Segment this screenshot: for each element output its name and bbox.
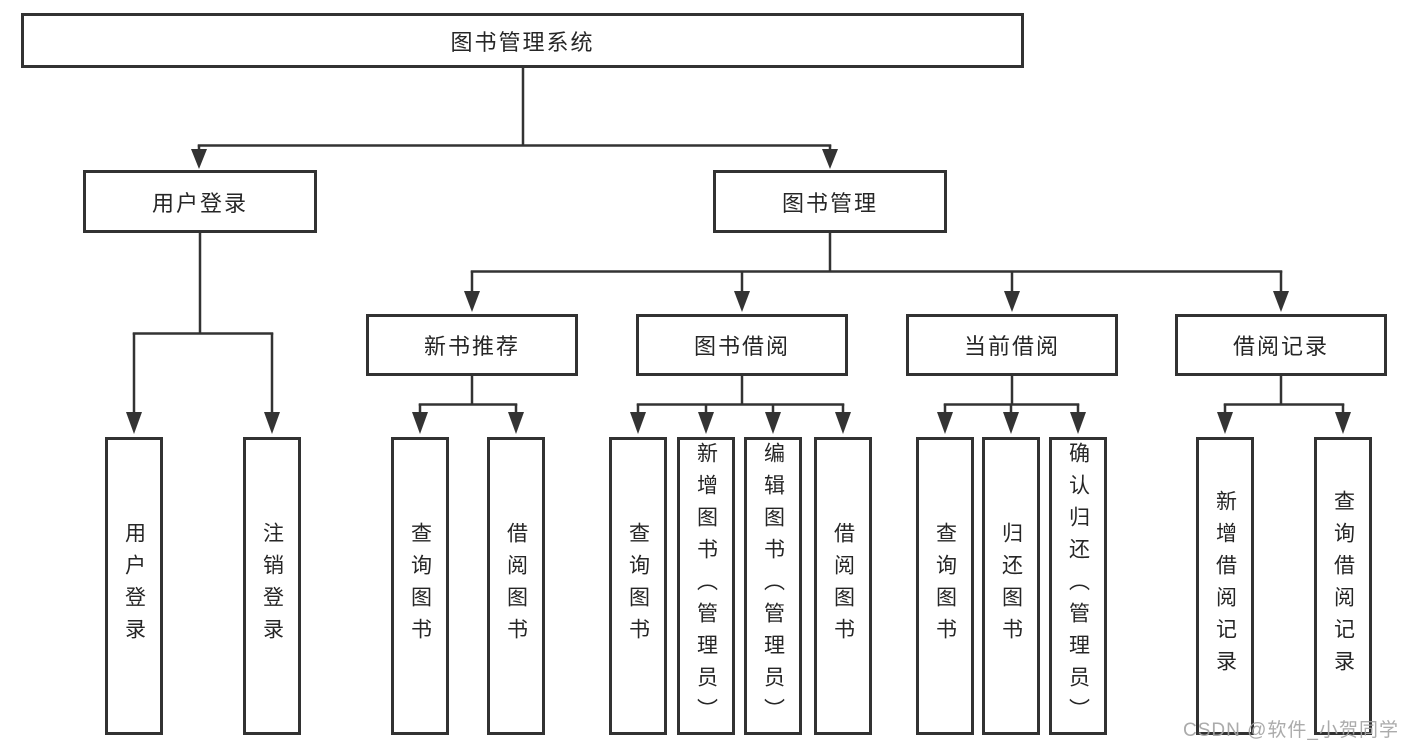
leaf-label: 查询图书 (933, 522, 957, 650)
leaf-query-books-recommend: 查询图书 (391, 437, 449, 735)
csdn-watermark: CSDN @软件_小贺同学 (1183, 720, 1399, 741)
node-new-book-recommendation: 新书推荐 (366, 314, 578, 376)
leaf-add-borrow-record: 新增借阅记录 (1196, 437, 1254, 735)
leaf-query-borrow-record: 查询借阅记录 (1314, 437, 1372, 735)
leaf-query-books-borrowing: 查询图书 (609, 437, 667, 735)
leaf-label: 用户登录 (122, 522, 146, 650)
leaf-edit-books-admin: 编辑图书（管理员） (744, 437, 802, 735)
node-book-management-branch: 图书管理 (713, 170, 947, 233)
leaf-borrow-books-recommend: 借阅图书 (487, 437, 545, 735)
leaf-label: 查询图书 (626, 522, 650, 650)
node-borrowing-records: 借阅记录 (1175, 314, 1387, 376)
leaf-label: 注销登录 (260, 522, 284, 650)
leaf-label: 新增借阅记录 (1213, 490, 1237, 682)
node-current-borrowing: 当前借阅 (906, 314, 1118, 376)
leaf-label: 借阅图书 (831, 522, 855, 650)
leaf-confirm-return-admin: 确认归还（管理员） (1049, 437, 1107, 735)
leaf-add-books-admin: 新增图书（管理员） (677, 437, 735, 735)
leaf-user-login: 用户登录 (105, 437, 163, 735)
leaf-label: 归还图书 (999, 522, 1023, 650)
leaf-borrow-books: 借阅图书 (814, 437, 872, 735)
node-library-management-system: 图书管理系统 (21, 13, 1024, 68)
node-user-login-branch: 用户登录 (83, 170, 317, 233)
leaf-label: 借阅图书 (504, 522, 528, 650)
leaf-return-books: 归还图书 (982, 437, 1040, 735)
leaf-label: 确认归还（管理员） (1066, 442, 1090, 730)
leaf-label: 编辑图书（管理员） (761, 442, 785, 730)
node-book-borrowing: 图书借阅 (636, 314, 848, 376)
leaf-label: 查询借阅记录 (1331, 490, 1355, 682)
leaf-logout: 注销登录 (243, 437, 301, 735)
leaf-label: 新增图书（管理员） (694, 442, 718, 730)
leaf-label: 查询图书 (408, 522, 432, 650)
leaf-query-books-current: 查询图书 (916, 437, 974, 735)
